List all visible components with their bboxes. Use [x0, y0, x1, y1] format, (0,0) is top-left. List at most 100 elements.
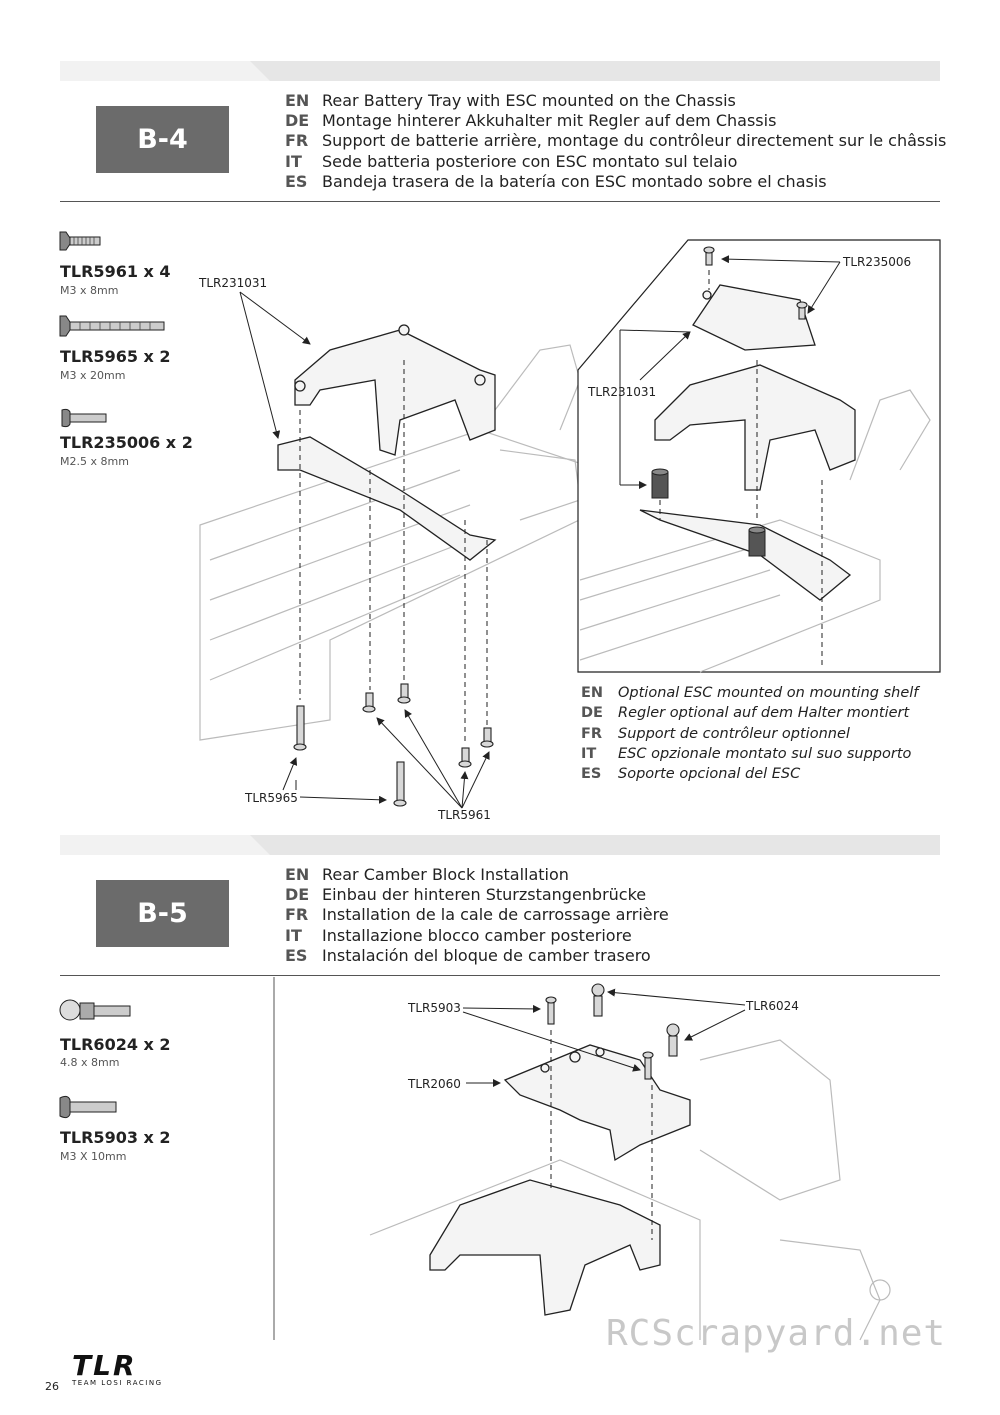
section-header-bar-accent [60, 835, 270, 855]
lang-code: IT [285, 151, 302, 171]
lang-row: DE Montage hinterer Akkuhalter mit Regler… [285, 111, 946, 131]
callout-label: TLR231031 [199, 276, 268, 290]
lang-row: EN Rear Camber Block Installation [285, 865, 669, 885]
callout-label: TLR5903 [408, 1001, 461, 1015]
lang-text: Rear Battery Tray with ESC mounted on th… [322, 91, 736, 110]
section-header-bar [60, 61, 940, 81]
lang-code: DE [285, 111, 310, 131]
b5-dash-lines [550, 1030, 653, 1240]
part-number: TLR5961 x 4 [60, 262, 171, 281]
lang-row: IT Sede batteria posteriore con ESC monta… [285, 152, 946, 172]
callout-label: TLR6024 [746, 999, 799, 1013]
lang-code: ES [285, 171, 308, 191]
step-badge: B-5 [96, 880, 229, 947]
page-number: 26 [45, 1380, 59, 1393]
lang-code: ES [581, 766, 602, 783]
lang-row: FR Installation de la cale de carrossage … [285, 905, 669, 925]
tlr-logo: TLR TEAM LOSI RACING [72, 1349, 163, 1388]
lang-row: DE Regler optional auf dem Halter montier… [581, 703, 918, 723]
esc-plate-drawing [692, 284, 816, 351]
lang-code: IT [285, 925, 302, 945]
inset-drawing [579, 389, 931, 673]
lang-text: Installation de la cale de carrossage ar… [322, 905, 669, 925]
lang-code: DE [581, 705, 603, 722]
camber-screws [545, 983, 680, 1080]
spacer-drawing [651, 468, 766, 557]
inset-tray-drawing [639, 364, 856, 601]
step-title-list: EN Rear Camber Block Installation DE Einba… [285, 865, 669, 966]
b5-arrows [462, 988, 746, 1087]
inset-arrows [619, 255, 841, 489]
lang-text: Installazione blocco camber posteriore [322, 925, 632, 945]
dash-lines [299, 360, 488, 745]
part-number: TLR235006 x 2 [60, 433, 193, 452]
part-number: TLR5903 x 2 [60, 1128, 171, 1147]
lang-code: EN [581, 685, 604, 701]
lang-text: Support de contrôleur optionnel [618, 725, 850, 742]
callout-arrows [239, 291, 490, 809]
lang-row: IT Installazione blocco camber posteriore [285, 926, 669, 946]
part-size: M3 x 20mm [60, 369, 126, 382]
lang-row: ES Instalación del bloque de camber trase… [285, 946, 669, 966]
lang-text: Montage hinterer Akkuhalter mit Regler a… [322, 111, 777, 131]
flat-screw-icon [59, 231, 101, 251]
section-header-bar-accent [60, 61, 270, 81]
lang-code: EN [285, 91, 310, 110]
lang-code: ES [285, 945, 308, 965]
part-size: M2.5 x 8mm [60, 455, 129, 468]
lang-row: DE Einbau der hinteren Sturzstangenbrücke [285, 885, 669, 905]
lang-text: Rear Camber Block Installation [322, 865, 569, 884]
section-divider [60, 975, 940, 976]
part-size: M3 X 10mm [60, 1150, 127, 1163]
lang-text: Bandeja trasera de la batería con ESC mo… [322, 171, 827, 191]
section-divider [60, 201, 940, 202]
lang-text: Soporte opcional del ESC [618, 766, 801, 783]
lang-code: FR [581, 725, 603, 742]
callout-label: TLR5965 [245, 791, 298, 805]
step-title-list: EN Rear Battery Tray with ESC mounted on … [285, 91, 946, 192]
lang-row: EN Rear Battery Tray with ESC mounted on … [285, 91, 946, 111]
button-head-screw-icon [59, 1095, 117, 1119]
button-screw-icon [61, 408, 107, 428]
camber-block-drawing [503, 1044, 691, 1162]
long-flat-screw-icon [59, 315, 165, 337]
battery-tray-drawing [277, 324, 497, 561]
part-number: TLR6024 x 2 [60, 1035, 171, 1054]
lang-code: FR [285, 905, 309, 925]
lang-text: Optional ESC mounted on mounting shelf [618, 685, 919, 701]
callout-label: TLR231031 [588, 385, 657, 399]
inset-dash-lines [659, 270, 823, 668]
lang-text: Regler optional auf dem Halter montiert [618, 705, 910, 722]
battery-mount-drawing [429, 1179, 661, 1316]
lang-text: Instalación del bloque de camber trasero [322, 945, 651, 965]
lang-row: ES Bandeja trasera de la batería con ESC … [285, 172, 946, 192]
optional-note: EN Optional ESC mounted on mounting shelf… [581, 683, 918, 784]
lang-text: Support de batterie arrière, montage du … [322, 131, 947, 151]
section-header-bar [60, 835, 940, 855]
rear-chassis-drawing [369, 1039, 891, 1341]
lang-row: ES Soporte opcional del ESC [581, 764, 918, 784]
watermark: RCScrapyard.net [606, 1313, 947, 1354]
part-size: 4.8 x 8mm [60, 1056, 120, 1069]
inset-screws [703, 246, 808, 320]
logo-subtitle: TEAM LOSI RACING [72, 1379, 163, 1387]
lang-code: EN [285, 865, 310, 884]
lang-text: Sede batteria posteriore con ESC montato… [322, 151, 738, 171]
lang-code: FR [285, 131, 309, 151]
logo-mark: TLR [72, 1349, 137, 1382]
lang-row: FR Support de batterie arrière, montage d… [285, 131, 946, 151]
lang-text: ESC opzionale montato sul suo supporto [618, 745, 912, 762]
lang-row: FR Support de contrôleur optionnel [581, 724, 918, 744]
callout-label: TLR5961 [438, 808, 491, 822]
callout-label: TLR235006 [843, 255, 912, 269]
lang-text: Einbau der hinteren Sturzstangenbrücke [322, 885, 647, 905]
part-size: M3 x 8mm [60, 284, 119, 297]
lang-row: EN Optional ESC mounted on mounting shelf [581, 683, 918, 703]
lang-row: IT ESC opzionale montato sul suo supporto [581, 744, 918, 764]
lang-code: DE [285, 885, 310, 905]
lang-code: IT [581, 745, 597, 762]
callout-label: TLR2060 [408, 1077, 461, 1091]
screws-bottom [293, 683, 494, 807]
part-number: TLR5965 x 2 [60, 347, 171, 366]
